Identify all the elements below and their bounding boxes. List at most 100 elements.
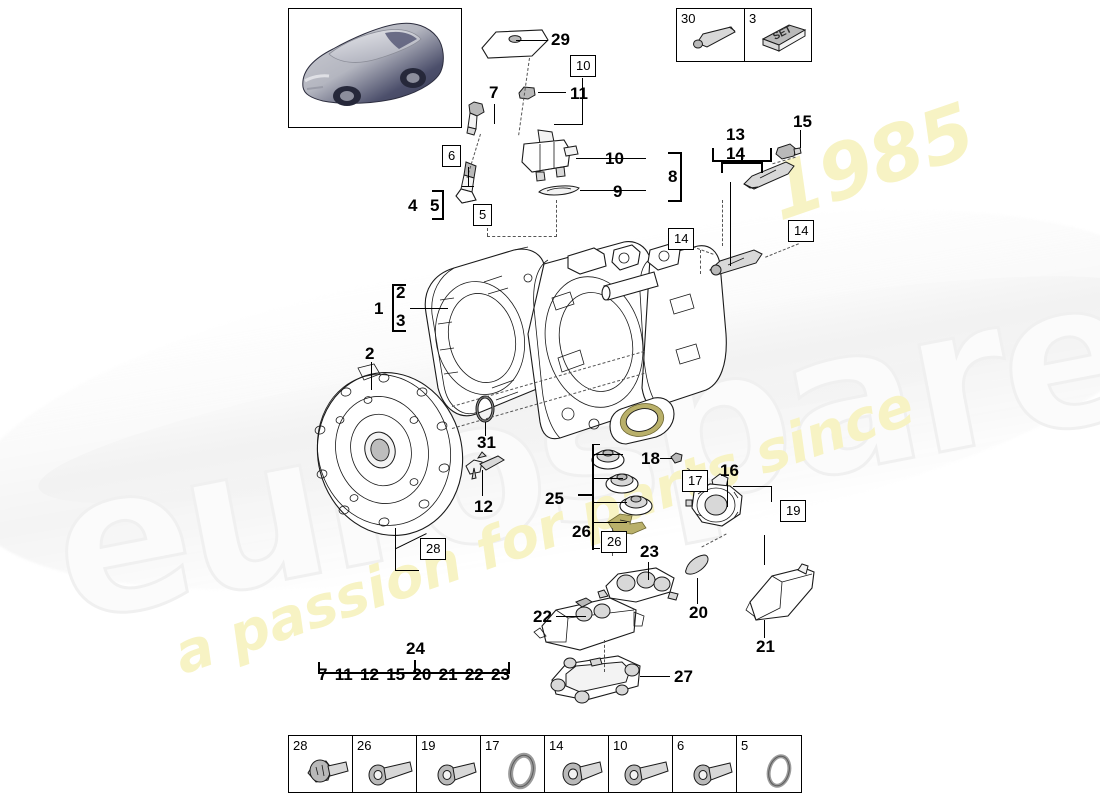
- callout-27: 27: [674, 667, 693, 686]
- leader-27: [640, 676, 670, 678]
- leader-5box-v2: [556, 200, 557, 237]
- hardware-cell-28: 28: [289, 736, 353, 792]
- o-ring-icon: [766, 754, 792, 788]
- part-9-gasket-seal: [538, 185, 580, 196]
- set-box-icon: SET: [761, 24, 807, 52]
- leader-26-a: [593, 522, 627, 524]
- hardware-cell-10: 10: [609, 736, 673, 792]
- part-6-bracket: [455, 161, 477, 204]
- sealant-tube-icon: [693, 26, 736, 49]
- transmission-housing-assembly: [424, 241, 727, 445]
- boxed-callout-10: 10: [570, 55, 597, 77]
- part-23-valve-block: [597, 567, 679, 603]
- set-member-11: 11: [334, 665, 353, 684]
- leader-9: [580, 190, 646, 192]
- leader-15: [800, 130, 802, 148]
- hardware-cell-5: 5: [737, 736, 801, 792]
- leader-13-dash: [722, 200, 723, 246]
- part-15-connector: [775, 143, 802, 160]
- part-12-shaft-fitting: [465, 451, 505, 480]
- bolt-long-icon: [624, 761, 669, 786]
- leader-14c: [730, 182, 732, 266]
- part-18-bolt: [670, 452, 683, 464]
- part-29-cover-plate: [481, 29, 549, 59]
- boxed-callout-17: 17: [682, 470, 709, 492]
- parts-box-30-number: 30: [681, 11, 696, 26]
- bolt-medium-icon: [562, 761, 603, 786]
- leader-25-b: [593, 478, 623, 480]
- leader-28-v: [395, 528, 397, 570]
- set-member-12: 12: [360, 665, 379, 684]
- set-member-23: 23: [491, 665, 510, 684]
- callout-15: 15: [793, 112, 812, 131]
- callout-9: 9: [613, 182, 623, 201]
- hardware-legend-strip: 28 26 19 17: [288, 735, 802, 793]
- leader-18: [660, 458, 672, 460]
- leader-21-b: [764, 535, 766, 565]
- callout-7: 7: [489, 83, 499, 102]
- part-10-solenoid-assembly: [521, 129, 579, 182]
- part-27-pan-gasket-frame: [550, 655, 641, 704]
- boxed-callout-19: 19: [780, 500, 807, 522]
- leader-25-c: [593, 502, 627, 504]
- leader-28-h: [395, 570, 419, 572]
- leader-19-v: [771, 486, 773, 502]
- part-22-valve-body-cover: [533, 597, 645, 651]
- set-member-20: 20: [412, 665, 432, 684]
- part-13-linkage-rod-upper: [743, 161, 795, 190]
- bolt-short-icon: [693, 762, 733, 786]
- parts-box-3: 3 SET: [744, 8, 812, 62]
- leader-25-a: [593, 454, 623, 456]
- leader-5box-h: [487, 236, 557, 237]
- hardware-cell-19-number: 19: [421, 738, 436, 753]
- leader-23: [648, 562, 650, 580]
- part-20-dowel-pin: [685, 554, 709, 575]
- callout-22: 22: [533, 607, 552, 626]
- part-25-solenoid-c: [619, 495, 653, 516]
- part-7-sensor: [466, 101, 485, 136]
- callout-20: 20: [689, 603, 708, 622]
- part-25-solenoid-a: [591, 449, 625, 470]
- hardware-cell-19: 19: [417, 736, 481, 792]
- hardware-cell-26: 26: [353, 736, 417, 792]
- hardware-cell-5-number: 5: [741, 738, 749, 753]
- leader-6-b: [468, 167, 470, 187]
- set-member-15: 15: [386, 665, 406, 684]
- bracket-1-2-3: [392, 284, 414, 332]
- part-16-oil-pump-actuator: [685, 473, 743, 527]
- callout-25: 25: [545, 489, 564, 508]
- callout-26: 26: [572, 522, 591, 541]
- callout-3: 3: [396, 311, 406, 330]
- bolt-short-icon: [437, 762, 477, 786]
- hardware-cell-14: 14: [545, 736, 609, 792]
- part-21-oil-pan-bracket: [745, 563, 815, 621]
- leader-1-group: [410, 308, 448, 310]
- callout-4: 4: [408, 196, 418, 215]
- leader-10box-h: [554, 124, 583, 126]
- leader-14a-dashv: [700, 250, 701, 274]
- hardware-cell-14-number: 14: [549, 738, 564, 753]
- bracket-14: [721, 162, 763, 174]
- vehicle-thumbnail-frame: [288, 8, 462, 128]
- leader-2-tc: [371, 362, 373, 390]
- part-31-o-ring: [475, 395, 495, 423]
- hardware-cell-17: 17: [481, 736, 545, 792]
- bracket-8: [660, 152, 682, 202]
- set-member-21: 21: [438, 665, 458, 684]
- boxed-callout-14-a: 14: [668, 228, 695, 250]
- callout-11: 11: [570, 84, 588, 103]
- bracket-13: [712, 148, 772, 162]
- leader-21: [764, 620, 766, 638]
- boxed-callout-5: 5: [473, 204, 493, 226]
- suv-vehicle-illustration: [302, 22, 444, 106]
- hardware-cell-6-number: 6: [677, 738, 685, 753]
- boxed-callout-28: 28: [420, 538, 447, 560]
- bolt-flange-head-icon: [307, 759, 349, 783]
- callout-31: 31: [477, 433, 496, 452]
- callout-18: 18: [641, 449, 660, 468]
- hardware-cell-17-number: 17: [485, 738, 500, 753]
- callout-2-torque-converter: 2: [365, 344, 375, 363]
- callout-12: 12: [474, 497, 493, 516]
- parts-box-3-number: 3: [749, 11, 757, 26]
